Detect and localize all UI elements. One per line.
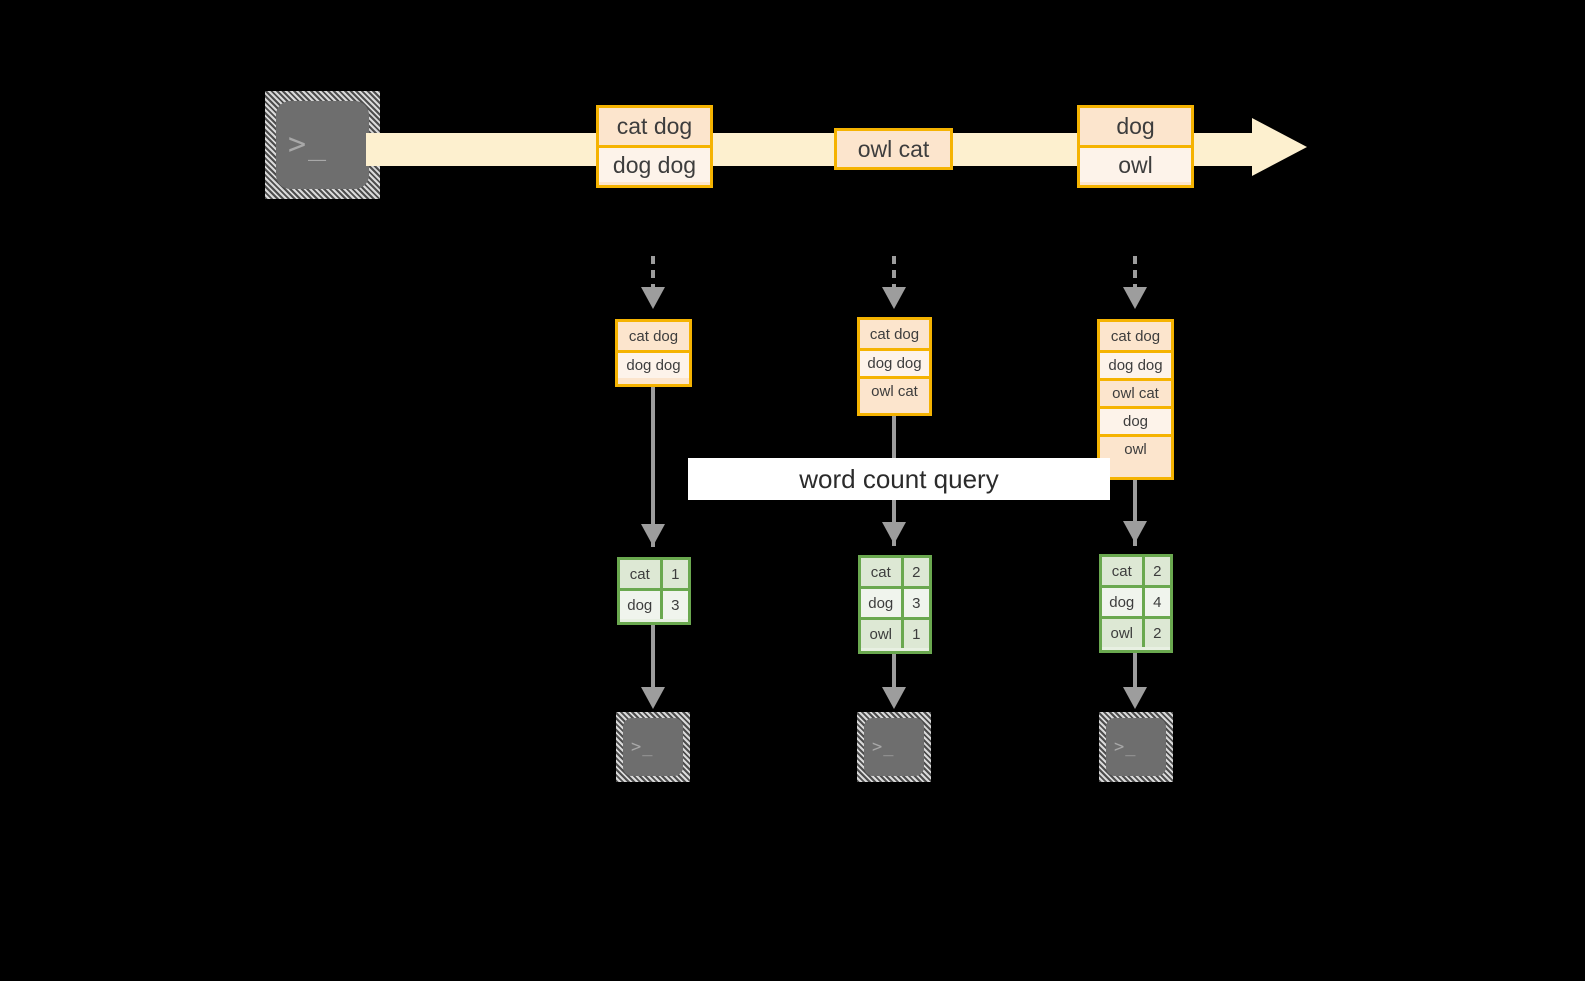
- table-row: cat 2: [861, 558, 929, 586]
- snapshot-2-input-row: cat dog: [860, 320, 929, 348]
- snapshot-3-feed-line: [1133, 256, 1137, 292]
- table-row: dog 3: [861, 586, 929, 617]
- result-word: owl: [861, 620, 904, 648]
- snapshot-1-sink-arrowhead: [641, 687, 665, 709]
- result-word: dog: [1102, 588, 1145, 616]
- result-word: cat: [620, 560, 663, 588]
- snapshot-3-input-row: cat dog: [1100, 322, 1171, 350]
- snapshot-3-query-line: [1133, 480, 1137, 546]
- snapshot-2-input-row: dog dog: [860, 348, 929, 376]
- result-word: cat: [861, 558, 904, 586]
- result-count: 4: [1144, 588, 1170, 616]
- result-count: 1: [903, 620, 929, 648]
- snapshot-3-sink-arrowhead: [1123, 687, 1147, 709]
- snapshot-2-sink-terminal-icon: >_: [857, 712, 931, 782]
- snapshot-1-input-row: cat dog: [618, 322, 689, 350]
- snapshot-3-input-row: dog: [1100, 406, 1171, 434]
- stream-record-line: dog: [1080, 108, 1191, 145]
- result-count: 2: [1144, 619, 1170, 647]
- query-label: word count query: [688, 458, 1110, 500]
- result-word: dog: [620, 591, 663, 619]
- result-count: 2: [903, 558, 929, 586]
- snapshot-3-feed-arrowhead: [1123, 287, 1147, 309]
- snapshot-1-query-arrowhead: [641, 524, 665, 546]
- table-row: owl 1: [861, 617, 929, 648]
- stream-arrow-head: [1252, 118, 1307, 176]
- snapshot-1-feed-line: [651, 256, 655, 292]
- result-word: owl: [1102, 619, 1145, 647]
- snapshot-2-input-stack: cat dog dog dog owl cat: [857, 317, 932, 416]
- table-row: owl 2: [1102, 616, 1170, 647]
- result-count: 1: [662, 560, 688, 588]
- stream-record-line: cat dog: [599, 108, 710, 145]
- table-row: dog 3: [620, 588, 688, 619]
- table-row: cat 1: [620, 560, 688, 588]
- terminal-screen: >_: [1106, 718, 1166, 776]
- table-row: cat 2: [1102, 557, 1170, 585]
- snapshot-2-feed-arrowhead: [882, 287, 906, 309]
- snapshot-3-input-row: owl cat: [1100, 378, 1171, 406]
- snapshot-2-sink-line: [892, 654, 896, 703]
- snapshot-2-feed-line: [892, 256, 896, 292]
- snapshot-3-input-row: owl: [1100, 434, 1171, 462]
- snapshot-1-input-stack: cat dog dog dog: [615, 319, 692, 387]
- stream-record-line: dog dog: [599, 145, 710, 182]
- terminal-screen: >_: [276, 101, 369, 189]
- snapshot-1-result-table: cat 1 dog 3: [617, 557, 691, 625]
- terminal-prompt: >_: [288, 127, 329, 162]
- source-terminal-icon: >_: [265, 91, 380, 199]
- stream-record-line: owl: [1080, 145, 1191, 182]
- terminal-screen: >_: [864, 718, 924, 776]
- result-count: 2: [1144, 557, 1170, 585]
- snapshot-3-input-row: dog dog: [1100, 350, 1171, 378]
- snapshot-2-result-table: cat 2 dog 3 owl 1: [858, 555, 932, 654]
- terminal-prompt: >_: [1114, 736, 1137, 757]
- result-count: 3: [662, 591, 688, 619]
- stream-record-group-1: cat dog dog dog: [596, 105, 713, 188]
- terminal-screen: >_: [623, 718, 683, 776]
- result-word: dog: [861, 589, 904, 617]
- snapshot-3-result-table: cat 2 dog 4 owl 2: [1099, 554, 1173, 653]
- snapshot-2-query-arrowhead: [882, 522, 906, 544]
- snapshot-2-sink-arrowhead: [882, 687, 906, 709]
- snapshot-3-input-stack: cat dog dog dog owl cat dog owl: [1097, 319, 1174, 480]
- snapshot-3-sink-terminal-icon: >_: [1099, 712, 1173, 782]
- snapshot-1-query-line: [651, 387, 655, 547]
- snapshot-1-feed-arrowhead: [641, 287, 665, 309]
- snapshot-1-input-row: dog dog: [618, 350, 689, 378]
- terminal-prompt: >_: [872, 736, 895, 757]
- stream-record-line: owl cat: [837, 131, 950, 167]
- terminal-prompt: >_: [631, 736, 654, 757]
- snapshot-2-input-row: owl cat: [860, 376, 929, 404]
- table-row: dog 4: [1102, 585, 1170, 616]
- result-word: cat: [1102, 557, 1145, 585]
- stream-record-group-2: owl cat: [834, 128, 953, 170]
- snapshot-1-sink-line: [651, 625, 655, 703]
- snapshot-1-sink-terminal-icon: >_: [616, 712, 690, 782]
- stream-record-group-3: dog owl: [1077, 105, 1194, 188]
- snapshot-3-sink-line: [1133, 653, 1137, 703]
- result-count: 3: [903, 589, 929, 617]
- snapshot-3-query-arrowhead: [1123, 521, 1147, 543]
